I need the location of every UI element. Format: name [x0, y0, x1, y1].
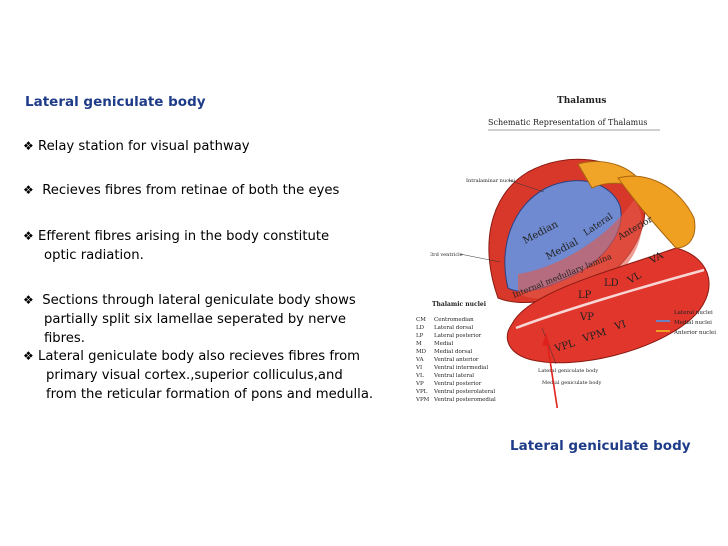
bullet-item: ❖ Recieves fibres from retinae of both t…: [23, 181, 339, 200]
abbr-name: Ventral lateral: [433, 373, 474, 379]
region-label: LP: [578, 290, 592, 301]
key-label: Lateral nuclei: [674, 310, 713, 316]
red-pointer-line: [545, 333, 559, 408]
abbr-code: VI: [415, 365, 422, 371]
abbr-name: Medial: [434, 341, 453, 347]
bullet-diamond-icon: ❖: [23, 229, 34, 243]
abbr-code: LP: [416, 333, 424, 339]
region-label: LD: [604, 278, 619, 289]
leader-line: [459, 253, 501, 263]
bullet-text: Relay station for visual pathway: [38, 139, 250, 154]
callout-label: Lateral geniculate body: [510, 438, 691, 454]
abbr-code: VPM: [415, 397, 430, 403]
leader-line: [507, 179, 545, 193]
abbr-name: Ventral posterior: [433, 381, 482, 387]
bullet-item: ❖ Efferent fibres arising in the body con…: [23, 227, 329, 265]
bullet-text: from the reticular formation of pons and…: [46, 387, 374, 402]
abbr-name: Medial dorsal: [434, 349, 473, 355]
abbr-name: Ventral anterior: [433, 357, 479, 363]
abbr-code: LD: [416, 325, 425, 331]
leader-line: [541, 327, 557, 365]
abbr-code: M: [416, 341, 422, 347]
diagram-subtitle: Schematic Representation of Thalamus: [488, 118, 647, 127]
abbr-name: Ventral posteromedial: [433, 397, 496, 403]
region-label: VP: [579, 312, 594, 323]
bullet-text: Recieves fibres from retinae of both the…: [38, 183, 340, 198]
side-label: Lateral geniculate body: [538, 368, 598, 374]
thalamus-illustration: [488, 158, 710, 364]
bullet-text: fibres.: [44, 331, 85, 346]
bullet-item: ❖ Relay station for visual pathway: [23, 137, 250, 156]
color-key: Lateral nuclei Medial nuclei Anterior nu…: [656, 310, 716, 336]
slide-title: Lateral geniculate body: [25, 94, 206, 110]
abbreviation-legend: CM Centromedian LD Lateral dorsal LP Latera…: [415, 317, 496, 403]
abbr-code: CM: [416, 317, 426, 323]
bullet-text: optic radiation.: [44, 248, 144, 263]
bullet-diamond-icon: ❖: [23, 183, 34, 197]
abbr-code: MD: [416, 349, 427, 355]
thalamus-diagram: Thalamus Schematic Representation of Tha…: [415, 96, 716, 408]
abbr-code: VL: [415, 373, 424, 379]
bullet-text: Sections through lateral geniculate body…: [38, 293, 356, 308]
key-label: Medial nuclei: [674, 320, 712, 326]
abbr-code: VA: [415, 357, 425, 363]
side-label: Intralaminar nuclei: [466, 178, 515, 184]
arrow-head-icon: [542, 334, 550, 346]
bullet-diamond-icon: ❖: [23, 139, 34, 153]
key-label: Anterior nuclei: [673, 330, 716, 336]
bullet-text: Efferent fibres arising in the body cons…: [38, 229, 330, 244]
side-label: Medial geniculate body: [542, 380, 602, 386]
side-label: 3rd ventricle: [430, 252, 463, 258]
abbr-name: Centromedian: [434, 317, 474, 323]
abbr-code: VP: [415, 381, 424, 387]
bullet-item: ❖ Sections through lateral geniculate bo…: [23, 291, 356, 348]
region-label: VI: [613, 319, 628, 333]
legend-heading: Thalamic nuclei: [432, 301, 487, 308]
bullet-item: ❖ Lateral geniculate body also recieves f…: [23, 347, 373, 404]
bullet-text: Lateral geniculate body also recieves fi…: [38, 349, 361, 364]
abbr-name: Ventral intermedial: [433, 365, 488, 371]
diagram-title: Thalamus: [557, 96, 606, 106]
abbr-name: Lateral posterior: [434, 333, 482, 339]
abbr-name: Lateral dorsal: [434, 325, 473, 331]
bullet-diamond-icon: ❖: [23, 293, 34, 307]
bullet-text: partially split six lamellae seperated b…: [44, 312, 346, 327]
bullet-text: primary visual cortex.,superior collicul…: [46, 368, 343, 383]
abbr-name: Ventral posterolateral: [433, 389, 495, 395]
bullet-diamond-icon: ❖: [23, 349, 34, 363]
abbr-code: VPL: [415, 389, 428, 395]
